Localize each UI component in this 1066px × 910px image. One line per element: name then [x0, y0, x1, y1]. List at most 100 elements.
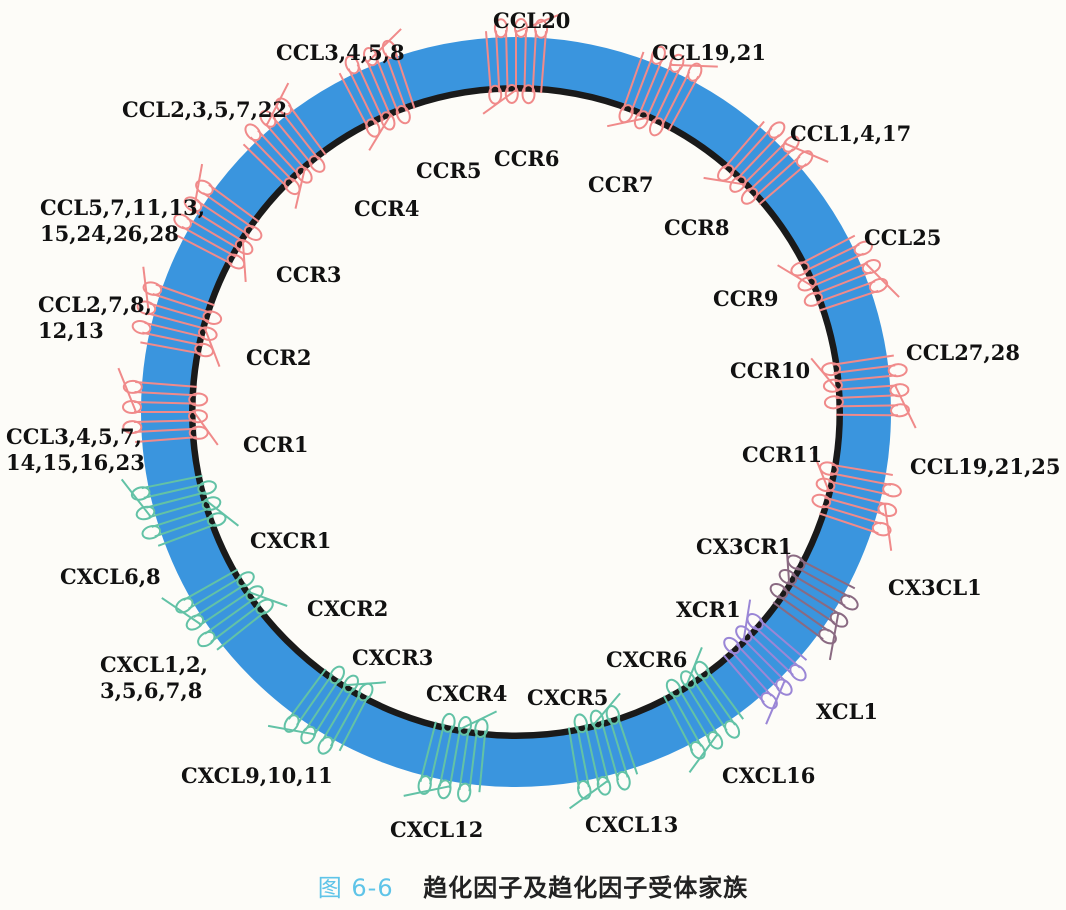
receptor-loop: [819, 461, 839, 476]
receptor-cxcr1: [120, 474, 240, 547]
receptor-helices: [832, 354, 899, 417]
receptor-ccr9: [777, 234, 900, 312]
receptor-label: CCR3: [276, 262, 342, 287]
ligand-label: CCL3,4,5,8: [276, 40, 405, 65]
receptor-loop: [245, 585, 264, 602]
ligand-label: CXCL12: [390, 817, 483, 842]
receptor-helices: [621, 51, 700, 132]
receptor-tail: [267, 724, 315, 736]
receptor-label: CX3CR1: [696, 534, 792, 559]
receptor-loop: [650, 45, 666, 65]
receptor-helices: [723, 120, 808, 205]
receptor-label: CXCR4: [426, 681, 507, 706]
receptor-loop: [122, 379, 143, 394]
receptor-loop: [821, 362, 842, 377]
ligand-label: CXCL13: [585, 812, 678, 837]
receptor-label: CCR1: [243, 432, 309, 457]
receptor-loop: [786, 554, 806, 571]
receptor-tail: [865, 262, 900, 298]
receptor-loop: [142, 281, 163, 296]
receptor-label: CCR7: [588, 172, 654, 197]
receptor-loop: [244, 123, 262, 142]
receptor-loop: [689, 741, 706, 760]
receptor-loop: [577, 780, 592, 800]
receptor-tail: [117, 367, 137, 413]
receptor-loop: [365, 118, 381, 138]
receptor-tail: [403, 785, 451, 797]
receptor-loop: [135, 505, 156, 521]
receptor-tail: [593, 692, 621, 726]
receptor-ccr7: [606, 45, 718, 137]
figure-title: 趋化因子及趋化因子受体家族: [423, 874, 749, 902]
ligand-label: CCL27,28: [906, 340, 1020, 365]
receptor-tail: [345, 681, 386, 687]
receptor-tail: [241, 241, 247, 282]
receptor-tail: [204, 328, 221, 367]
receptor-loop: [141, 525, 162, 540]
receptor-helices: [287, 668, 370, 752]
receptor-tail: [366, 28, 402, 63]
receptor-label: CCR2: [246, 345, 312, 370]
receptor-ccr2: [131, 266, 223, 367]
receptor-loop: [605, 705, 621, 725]
receptor-helices: [723, 619, 808, 704]
receptor-loop: [616, 770, 631, 791]
receptor-loop: [680, 670, 696, 689]
receptor-ccr10: [810, 354, 917, 429]
receptor-loop: [618, 104, 634, 124]
receptor-loop: [724, 720, 741, 739]
receptor-tail: [515, 13, 561, 33]
receptor-loop: [329, 665, 345, 685]
label-layer: CCR1CCL3,4,5,7,14,15,16,23CCR2CCL2,7,8,1…: [6, 8, 1061, 842]
ligand-label: CCL19,21: [652, 40, 766, 65]
receptor-helices: [338, 49, 416, 129]
receptor-tail: [828, 613, 840, 661]
ligand-label: CCL1,4,17: [790, 121, 911, 146]
receptor-ccr8: [703, 120, 829, 205]
receptor-tail: [569, 779, 609, 810]
receptor-ccr6: [482, 13, 561, 115]
receptor-loop: [317, 736, 334, 755]
receptor-loop: [811, 493, 832, 509]
receptor-tail: [742, 599, 752, 640]
receptor-loop: [175, 597, 194, 614]
receptor-tail: [193, 411, 219, 446]
receptor-loop: [197, 631, 216, 648]
receptor-tail: [883, 503, 893, 551]
receptor-loop: [589, 709, 605, 730]
receptor-tail: [606, 116, 648, 128]
receptor-xcr1: [723, 599, 808, 725]
receptor-loop: [797, 276, 817, 292]
receptor-loop: [790, 261, 810, 277]
receptor-loop: [633, 110, 650, 130]
receptor-loop: [255, 598, 274, 615]
ligand-label: CCL5,7,11,13,15,24,26,28: [40, 195, 205, 246]
receptor-label: CCR5: [416, 158, 482, 183]
receptor-loop: [283, 714, 300, 733]
receptor-loop: [822, 378, 843, 393]
receptor-loop: [665, 678, 682, 698]
receptor-tail: [894, 385, 917, 429]
receptor-helices: [134, 381, 198, 443]
receptor-tail: [685, 647, 703, 686]
receptor-loop: [344, 55, 360, 75]
receptor-loop: [887, 363, 908, 378]
receptor-loop: [693, 660, 710, 680]
receptor-loop: [457, 715, 473, 736]
receptor-loop: [226, 253, 246, 270]
receptor-loop: [796, 150, 814, 168]
receptor-loop: [778, 569, 798, 585]
receptor-loop: [188, 425, 209, 440]
receptor-label: CCR6: [494, 146, 560, 171]
receptor-label: CCR11: [742, 442, 822, 467]
receptor-tail: [294, 168, 306, 209]
receptor-ccr11: [811, 451, 902, 551]
receptor-loop: [596, 775, 612, 796]
receptor-cxcr6: [662, 647, 745, 773]
receptor-tail: [670, 63, 718, 68]
membrane-inner-circle: [192, 88, 840, 736]
receptor-helices: [662, 668, 745, 752]
ligand-label: CCL2,7,8,12,13: [38, 292, 152, 343]
receptor-tail: [812, 451, 830, 491]
